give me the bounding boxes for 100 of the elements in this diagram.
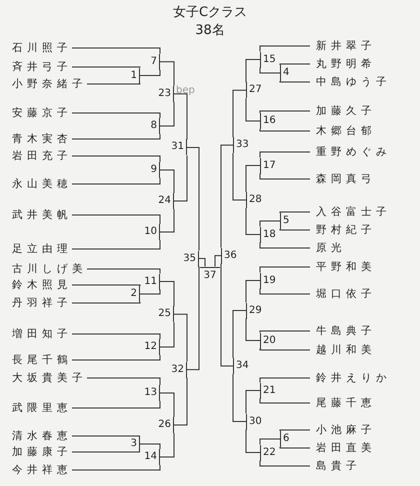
player-name: 新井翠子 — [310, 38, 410, 54]
match-number: 20 — [260, 332, 278, 348]
bracket-line — [246, 390, 260, 414]
player-name: 青木実杏 — [12, 131, 72, 147]
bracket-line — [72, 284, 140, 286]
bracket-line — [72, 464, 160, 470]
bracket-line — [72, 178, 160, 184]
player-name: 長尾千鶴 — [12, 352, 72, 368]
bracket-line — [86, 268, 160, 274]
player-name: 牛島典子 — [310, 323, 410, 339]
match-number: 10 — [142, 224, 160, 240]
match-number: 3 — [122, 436, 140, 452]
match-number: 28 — [246, 192, 264, 208]
player-name: 武井美帆 — [12, 207, 72, 223]
bracket-line — [160, 322, 174, 348]
match-number: 21 — [260, 382, 278, 398]
match-number: 24 — [156, 193, 174, 209]
bracket-line — [72, 134, 160, 140]
bracket-line — [246, 429, 260, 453]
match-number: 8 — [142, 118, 160, 134]
bracket-line — [220, 144, 234, 248]
bracket-line — [86, 378, 160, 386]
bracket-line — [220, 263, 234, 366]
bracket-line — [260, 128, 310, 132]
match-number: 25 — [156, 306, 174, 322]
match-number: 33 — [233, 137, 251, 154]
bracket-line — [72, 354, 160, 360]
bracket-line — [246, 165, 260, 192]
bracket-line — [86, 83, 140, 84]
bracket-line — [72, 214, 160, 224]
player-name: 永山美穂 — [12, 176, 72, 192]
bracket-line — [160, 61, 174, 86]
player-name: 岩田直美 — [310, 440, 410, 456]
player-name: 越川和美 — [310, 342, 410, 358]
bracket-line — [280, 430, 310, 432]
bracket-line — [246, 280, 260, 303]
match-number: 18 — [260, 226, 278, 242]
bracket-line — [260, 330, 310, 333]
match-number: 22 — [260, 444, 278, 460]
player-name: 野村紀子 — [310, 222, 410, 238]
match-number: 7 — [142, 54, 160, 70]
player-name: 丹羽祥子 — [12, 295, 72, 311]
bracket-line — [72, 48, 160, 54]
match-number: 4 — [280, 65, 298, 81]
bracket-line — [260, 46, 310, 52]
match-number: 36 — [221, 248, 239, 264]
bracket-line — [72, 112, 160, 118]
match-number: 14 — [142, 449, 160, 465]
handwritten-note: bep — [176, 85, 195, 96]
match-number: 6 — [280, 431, 298, 447]
bracket-line — [280, 64, 310, 66]
bracket-line — [260, 460, 310, 466]
player-name: 中島ゆう子 — [310, 74, 410, 90]
bracket-line — [232, 152, 246, 200]
bracket-line — [72, 66, 140, 68]
player-name: 増田知子 — [12, 326, 72, 342]
match-number: 27 — [246, 82, 264, 98]
bracket-line — [260, 378, 310, 383]
player-name: 加藤康子 — [12, 444, 72, 460]
match-number: 37 — [200, 266, 220, 283]
player-name: 安藤京子 — [12, 105, 72, 121]
bracket-line — [214, 255, 222, 268]
match-number: 32 — [169, 362, 187, 378]
bracket-line — [174, 154, 188, 202]
bracket-line — [260, 288, 310, 294]
player-name: 岩田充子 — [12, 148, 72, 164]
bracket-line — [280, 212, 310, 214]
player-name: 石川照子 — [12, 40, 72, 56]
match-number: 9 — [142, 162, 160, 178]
bracket-line — [160, 281, 174, 307]
player-name: 堀口依子 — [310, 286, 410, 302]
bracket-line — [198, 258, 206, 268]
player-name: 尾藤千恵 — [310, 395, 410, 411]
bracket-line — [280, 228, 310, 230]
bracket-line — [260, 438, 280, 445]
title: 女子Cクラス — [172, 5, 248, 20]
player-name: 森岡真弓 — [310, 171, 410, 187]
bracket-line — [280, 80, 310, 82]
match-number: 31 — [169, 139, 187, 156]
match-number: 35 — [181, 250, 199, 267]
bracket-line — [260, 173, 310, 180]
bracket-line — [72, 156, 160, 162]
match-number: 5 — [280, 213, 298, 229]
player-name: 重野めぐみ — [310, 144, 410, 160]
bracket-line — [72, 302, 140, 304]
player-name: 足立由理 — [12, 241, 72, 257]
player-name: 木郷台郁 — [310, 123, 410, 139]
bracket-line — [246, 208, 260, 235]
bracket-line — [160, 392, 174, 418]
bracket-line — [260, 242, 310, 248]
match-number: 17 — [260, 158, 278, 174]
bracket-line — [160, 208, 174, 232]
player-name: 原光 — [310, 240, 410, 256]
bracket-line — [160, 170, 174, 194]
bracket-line — [260, 152, 310, 158]
player-name: 古川しげ美 — [12, 261, 87, 277]
bracket-line — [260, 348, 310, 350]
match-number: 29 — [246, 302, 264, 318]
match-number: 26 — [156, 417, 174, 433]
bracket-line — [140, 289, 160, 294]
